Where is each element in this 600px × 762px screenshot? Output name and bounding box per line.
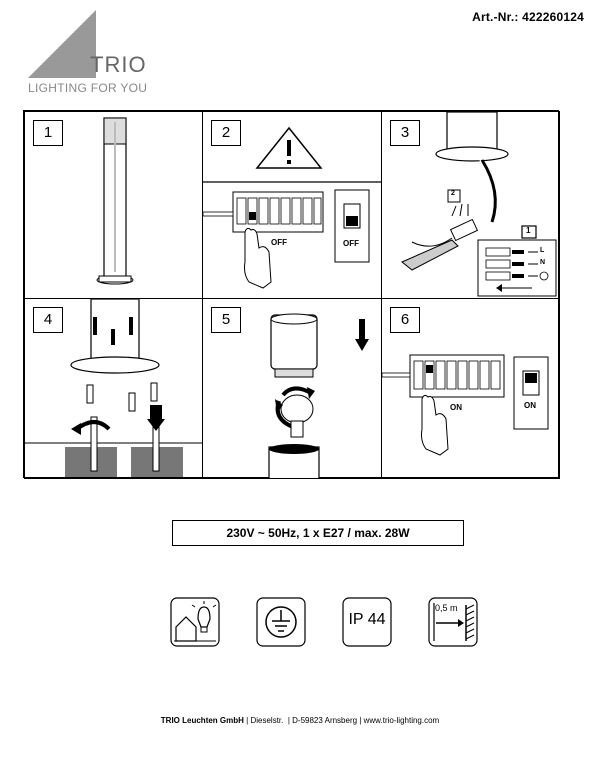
step-number: 1 [33,120,63,146]
step-6-panel: 6 ON ON [381,298,560,479]
min-distance-icon: 0,5 m [428,597,478,647]
step-number: 5 [211,307,241,333]
inset-small-number: 2 [451,190,455,197]
switch-on-illustration [382,354,549,456]
footer: TRIO Leuchten GmbH | Dieselstr. | D-5982… [0,716,600,725]
footer-separator: | [285,716,293,725]
earth-icon [539,271,549,281]
panel-on-label: ON [524,401,536,410]
wiring-illustration [401,112,557,297]
footer-separator: | [246,716,251,725]
inset-number: 1 [526,226,531,235]
terminal-n-label: N [540,259,546,266]
footer-website: www.trio-lighting.com [363,716,440,725]
indoor-outdoor-lamp-icon [170,597,220,647]
step-3-panel: 3 1 2 L N [381,111,560,299]
step-2-panel: 2 OFF OFF [202,111,382,299]
step-number: 4 [33,307,63,333]
step-4-panel: 4 [24,298,203,479]
panel-off-label: OFF [343,239,359,248]
step-number: 2 [211,120,241,146]
bollard-light-illustration [96,117,134,285]
trio-logo: TRIO LIGHTING FOR YOU [28,8,158,98]
switch-off-illustration [203,126,381,289]
logo-triangle-icon [28,10,96,78]
logo-brand: TRIO [90,52,147,77]
min-distance-label: 0,5 m [435,603,458,613]
electrical-specification: 230V ~ 50Hz, 1 x E27 / max. 28W [172,520,464,546]
ip-rating-icon: IP 44 [342,597,392,647]
footer-street: Dieselstr. [250,716,284,725]
switch-off-label: OFF [271,238,287,247]
step-number: 6 [390,307,420,333]
article-number: Art.-Nr.: 422260124 [472,10,584,24]
logo-tagline: LIGHTING FOR YOU [28,81,148,95]
footer-company: TRIO Leuchten GmbH [160,716,244,725]
instruction-grid: 1 2 [23,110,560,479]
footer-city: D-59823 Arnsberg [292,716,358,725]
footer-separator: | [359,716,364,725]
step-1-panel: 1 [24,111,203,299]
step-5-panel: 5 [202,298,382,479]
ip-rating-label: IP 44 [348,611,386,628]
bulb-insertion-illustration [268,313,369,478]
switch-on-label: ON [450,403,462,412]
protective-earth-icon [256,597,306,647]
terminal-l-label: L [540,247,545,254]
mounting-illustration [25,299,202,477]
step-number: 3 [390,120,420,146]
